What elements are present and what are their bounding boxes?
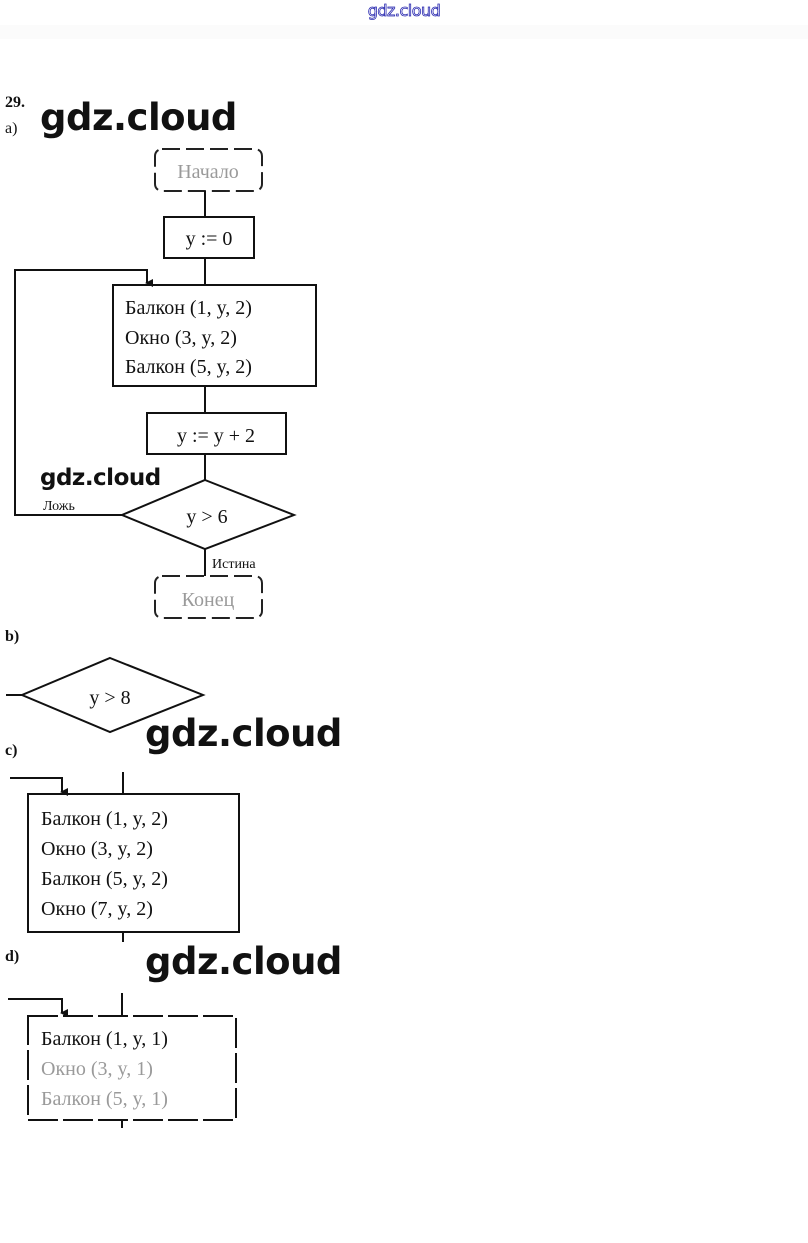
body-line: Балкон (1, y, 2) [41,808,168,830]
task-number: 29. [5,94,25,111]
watermark: gdz.cloud [145,940,342,983]
part-a-flowchart: Начало y := 0 Балкон (1, y, 2) Окно (3, … [14,148,317,619]
condition-text: y > 8 [89,687,130,709]
body-line: Балкон (5, y, 1) [41,1088,168,1110]
part-b-flowchart: y > 8 [6,656,206,734]
watermark: gdz.cloud [40,96,237,139]
condition-text: y > 6 [186,506,227,528]
start-text: Начало [177,161,239,183]
part-a-label: a) [5,120,18,137]
body-line: Балкон (5, y, 2) [125,356,252,378]
part-d-flowchart: Балкон (1, y, 1) Окно (3, y, 1) Балкон (… [8,993,237,1128]
end-text: Конец [182,589,235,611]
condition-diamond [19,656,206,734]
top-bar: gdz.cloud [0,0,808,25]
loop-entry-arrow [8,998,68,1017]
body-process-box [112,284,317,387]
part-c-flowchart: Балкон (1, y, 2) Окно (3, y, 2) Балкон (… [10,772,240,942]
header-strip [0,25,808,39]
body-line: Окно (3, y, 2) [125,327,237,349]
part-d-label: d) [5,948,20,965]
loop-back-arrow [14,269,153,516]
site-link[interactable]: gdz.cloud [367,1,441,21]
watermark: gdz.cloud [40,465,161,491]
body-line: Окно (7, y, 2) [41,898,153,920]
body-line: Окно (3, y, 2) [41,838,153,860]
false-label: Ложь [43,499,75,514]
init-text: y := 0 [186,228,233,250]
init-process-box [163,216,255,259]
true-label: Истина [212,557,256,572]
body-line: Балкон (1, y, 1) [41,1028,168,1050]
body-line: Балкон (1, y, 2) [125,297,252,319]
increment-process-box [146,412,287,455]
body-line: Балкон (5, y, 2) [41,868,168,890]
increment-text: y := y + 2 [177,425,255,447]
part-c-label: c) [5,742,18,759]
loop-entry-arrow [10,777,68,796]
part-b-label: b) [5,628,20,645]
body-line: Окно (3, y, 1) [41,1058,153,1080]
watermark: gdz.cloud [145,712,342,755]
body-process-box [27,793,240,933]
body-process-box [27,1015,237,1121]
